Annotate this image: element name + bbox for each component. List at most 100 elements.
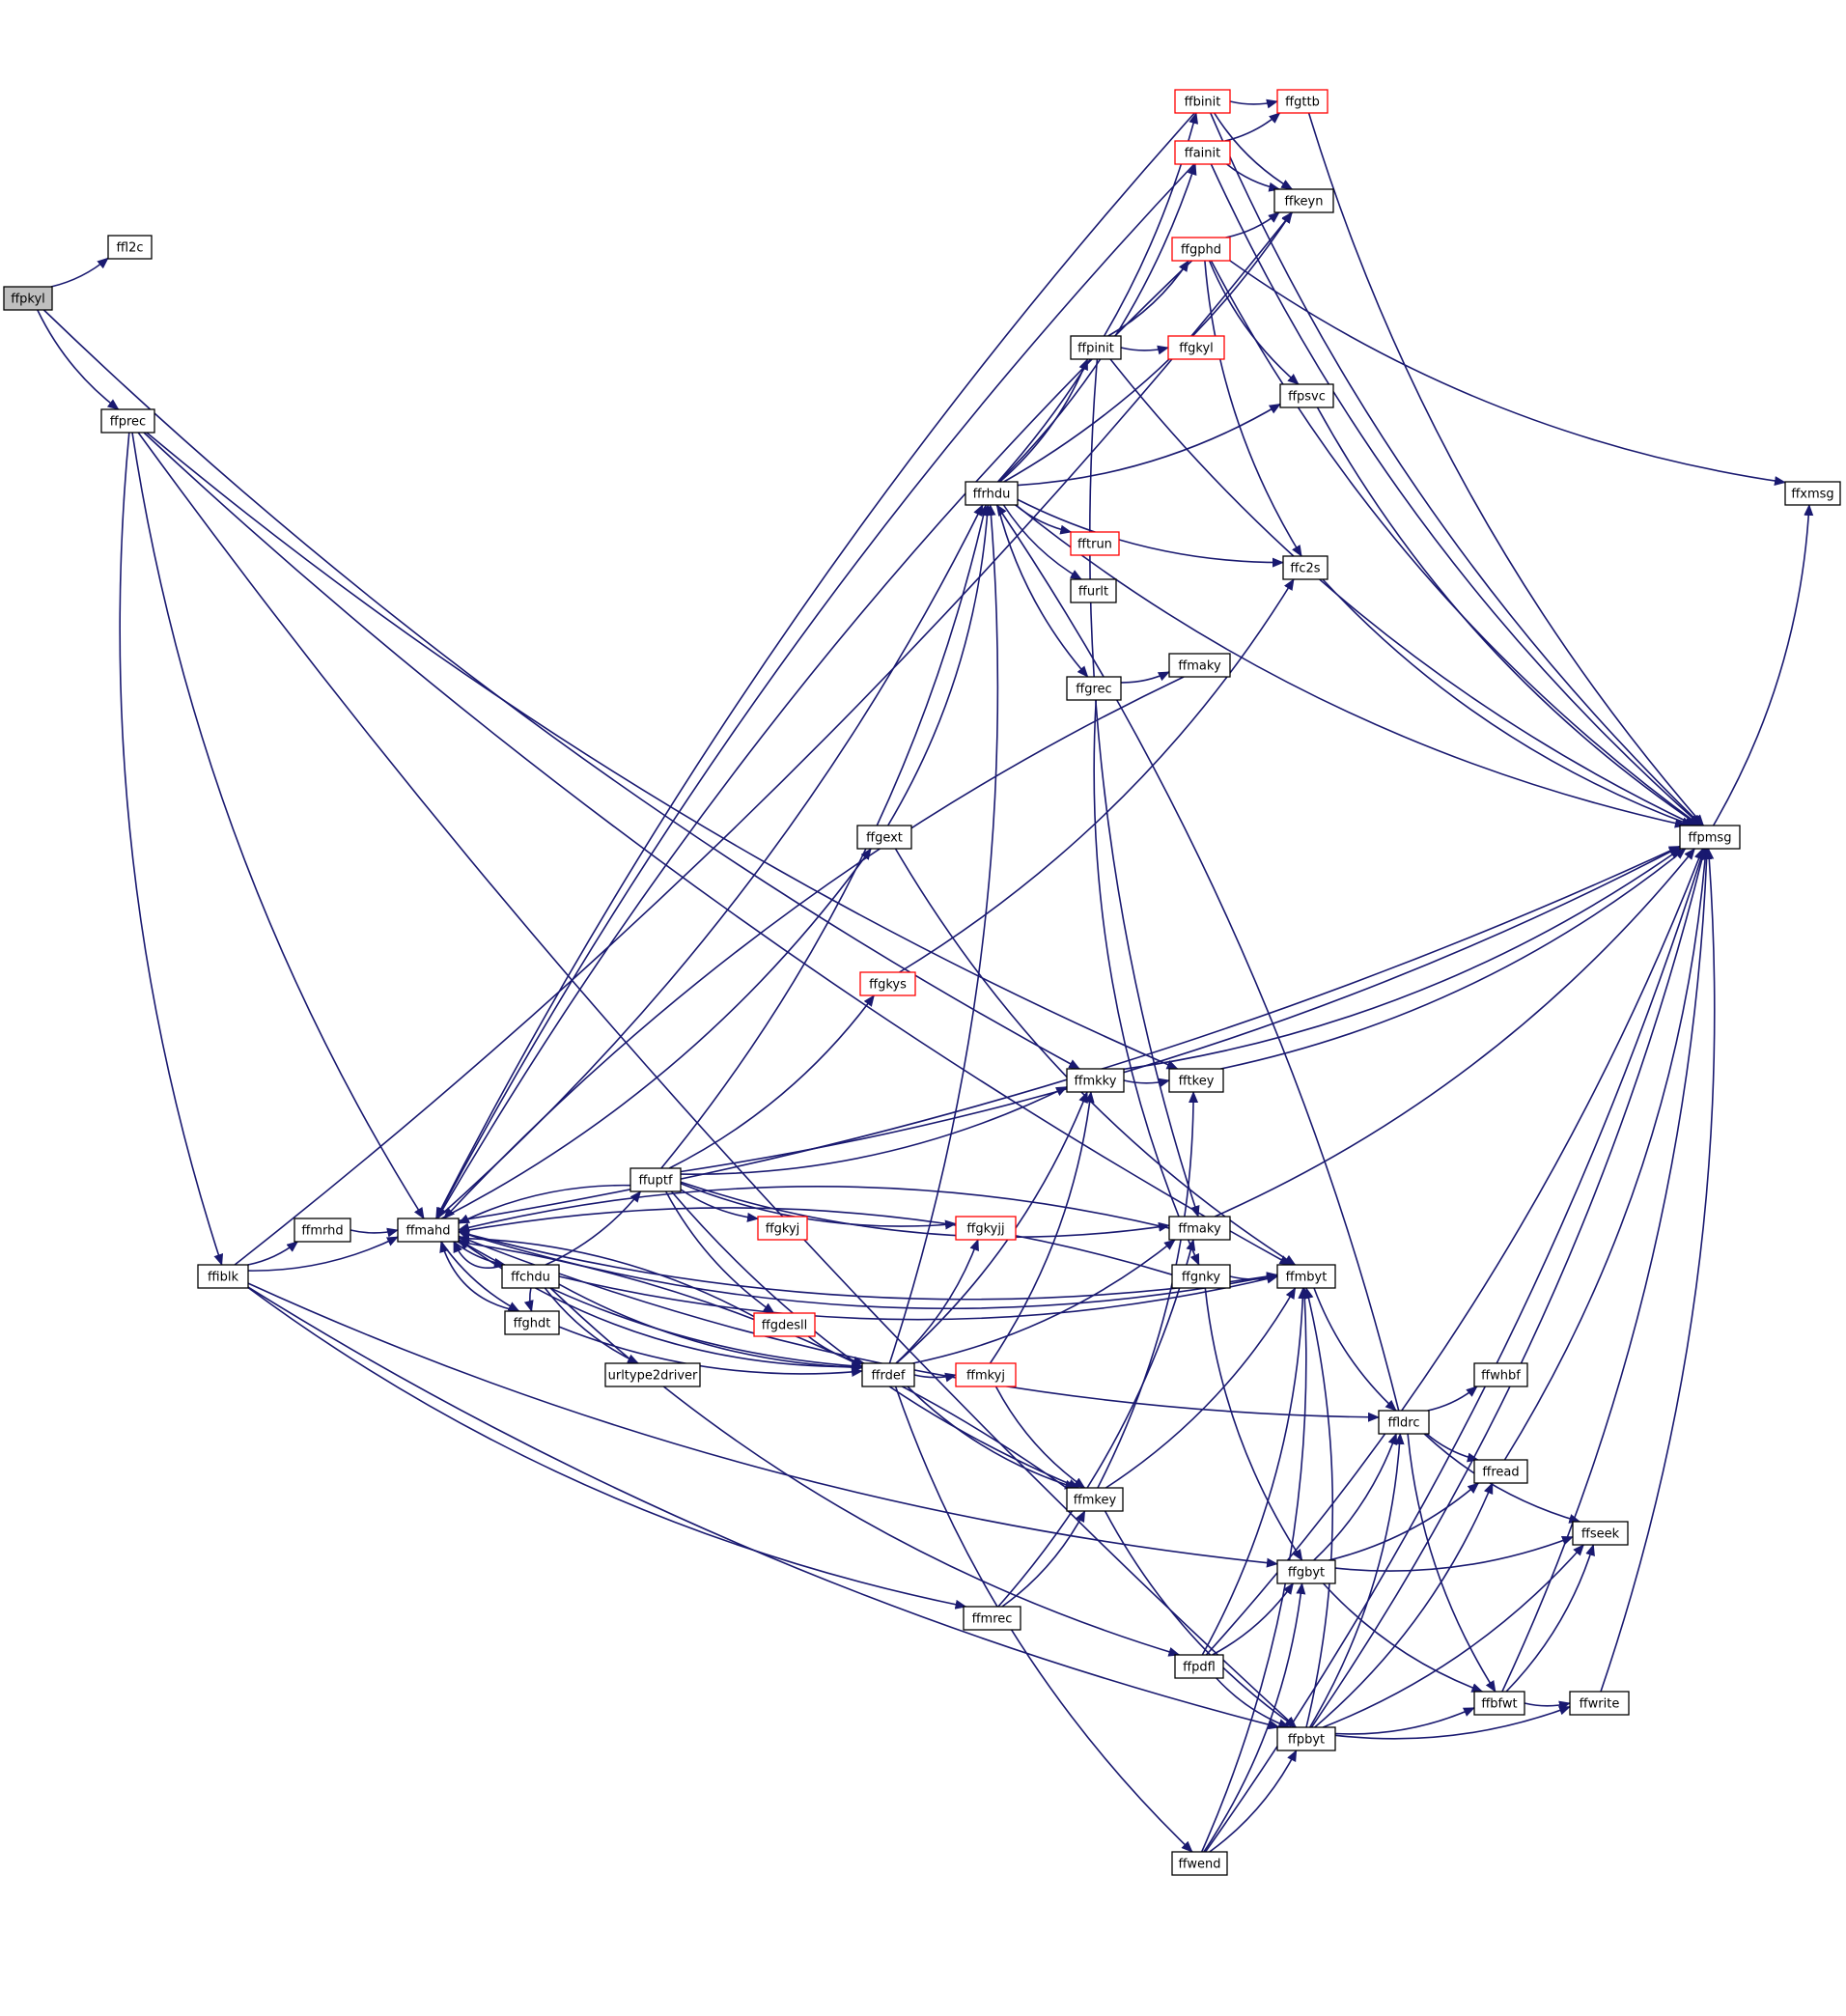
node-box[interactable]: [1784, 481, 1841, 506]
node-ffwrite[interactable]: ffwrite: [1569, 1691, 1630, 1716]
node-ffiblk[interactable]: ffiblk: [197, 1264, 249, 1289]
node-ffpmsg[interactable]: ffpmsg: [1679, 825, 1741, 850]
node-ffuptf[interactable]: ffuptf: [629, 1167, 682, 1192]
node-ffgphd[interactable]: ffgphd: [1171, 237, 1231, 262]
node-ffghdt[interactable]: ffghdt: [504, 1310, 560, 1335]
node-ffmrec[interactable]: ffmrec: [963, 1606, 1021, 1631]
node-box[interactable]: [1276, 1264, 1336, 1289]
node-ffgext[interactable]: ffgext: [856, 825, 912, 850]
node-box[interactable]: [629, 1167, 682, 1192]
node-ffgkyl[interactable]: ffgkyl: [1167, 335, 1225, 360]
node-box[interactable]: [1279, 383, 1334, 408]
node-box[interactable]: [1174, 140, 1231, 165]
node-ffc2s[interactable]: ffc2s: [1282, 555, 1329, 580]
node-box[interactable]: [1276, 89, 1329, 114]
node-ffmaky-top[interactable]: ffmaky: [1168, 653, 1231, 678]
node-box[interactable]: [1171, 237, 1231, 262]
node-box[interactable]: [1070, 335, 1122, 360]
node-box[interactable]: [504, 1310, 560, 1335]
node-ffmkyj[interactable]: ffmkyj: [955, 1362, 1017, 1387]
node-box[interactable]: [1282, 555, 1329, 580]
node-box[interactable]: [3, 286, 53, 311]
node-box[interactable]: [861, 1362, 915, 1387]
node-ffainit[interactable]: ffainit: [1174, 140, 1231, 165]
node-ffurlt[interactable]: ffurlt: [1070, 578, 1117, 603]
node-ffpkyl[interactable]: ffpkyl: [3, 286, 53, 311]
node-box[interactable]: [604, 1362, 701, 1387]
node-box[interactable]: [1171, 1264, 1231, 1289]
node-ffgnky[interactable]: ffgnky: [1171, 1264, 1231, 1289]
node-box[interactable]: [294, 1218, 351, 1243]
node-urltype2driver[interactable]: urltype2driver: [604, 1362, 701, 1387]
node-box[interactable]: [1168, 653, 1231, 678]
node-ffwend[interactable]: ffwend: [1171, 1851, 1228, 1876]
node-box[interactable]: [1066, 1068, 1125, 1093]
node-box[interactable]: [1168, 1068, 1224, 1093]
node-box[interactable]: [1679, 825, 1741, 850]
node-box[interactable]: [197, 1264, 249, 1289]
node-box[interactable]: [955, 1216, 1017, 1241]
node-box[interactable]: [955, 1362, 1017, 1387]
node-box[interactable]: [1070, 578, 1117, 603]
node-ffgkyjj[interactable]: ffgkyjj: [955, 1216, 1017, 1241]
node-ffmaky[interactable]: ffmaky: [1168, 1216, 1231, 1241]
node-ffmrhd[interactable]: ffmrhd: [294, 1218, 351, 1243]
node-ffread[interactable]: ffread: [1473, 1459, 1528, 1484]
node-box[interactable]: [107, 235, 153, 260]
node-ffgbyt[interactable]: ffgbyt: [1276, 1559, 1336, 1584]
node-box[interactable]: [1066, 676, 1122, 701]
node-ffldrc[interactable]: ffldrc: [1378, 1410, 1430, 1435]
node-ffwhbf[interactable]: ffwhbf: [1473, 1362, 1528, 1387]
node-ffgkyj[interactable]: ffgkyj: [757, 1216, 808, 1241]
node-ffseek[interactable]: ffseek: [1572, 1521, 1629, 1546]
node-box[interactable]: [1378, 1410, 1430, 1435]
node-box[interactable]: [1473, 1459, 1528, 1484]
node-box[interactable]: [1070, 531, 1120, 556]
node-ffgrec[interactable]: ffgrec: [1066, 676, 1122, 701]
node-box[interactable]: [963, 1606, 1021, 1631]
node-ffpsvc[interactable]: ffpsvc: [1279, 383, 1334, 408]
node-ffprec[interactable]: ffprec: [100, 408, 155, 434]
node-box[interactable]: [397, 1218, 460, 1243]
node-box[interactable]: [1171, 1851, 1228, 1876]
node-ffl2c[interactable]: ffl2c: [107, 235, 153, 260]
node-ffxmsg[interactable]: ffxmsg: [1784, 481, 1841, 506]
node-fftkey[interactable]: fftkey: [1168, 1068, 1224, 1093]
node-box[interactable]: [757, 1216, 808, 1241]
node-ffmkky[interactable]: ffmkky: [1066, 1068, 1125, 1093]
node-ffmahd[interactable]: ffmahd: [397, 1218, 460, 1243]
node-ffgttb[interactable]: ffgttb: [1276, 89, 1329, 114]
node-box[interactable]: [1174, 89, 1231, 114]
node-box[interactable]: [100, 408, 155, 434]
node-box[interactable]: [1276, 1559, 1336, 1584]
node-box[interactable]: [1066, 1487, 1124, 1512]
node-box[interactable]: [965, 481, 1019, 506]
node-ffmbyt[interactable]: ffmbyt: [1276, 1264, 1336, 1289]
node-box[interactable]: [1276, 1726, 1336, 1751]
node-box[interactable]: [1167, 335, 1225, 360]
node-ffchdu[interactable]: ffchdu: [501, 1264, 560, 1289]
node-box[interactable]: [1473, 1362, 1528, 1387]
node-ffbfwt[interactable]: ffbfwt: [1473, 1691, 1525, 1716]
node-ffmkey[interactable]: ffmkey: [1066, 1487, 1124, 1512]
node-ffkeyn[interactable]: ffkeyn: [1273, 188, 1334, 213]
node-box[interactable]: [859, 971, 916, 996]
node-box[interactable]: [1572, 1521, 1629, 1546]
node-box[interactable]: [753, 1312, 816, 1337]
node-box[interactable]: [1273, 188, 1334, 213]
node-ffgkys[interactable]: ffgkys: [859, 971, 916, 996]
node-box[interactable]: [501, 1264, 560, 1289]
node-ffpdfl[interactable]: ffpdfl: [1174, 1654, 1224, 1679]
node-ffrdef[interactable]: ffrdef: [861, 1362, 915, 1387]
node-ffpinit[interactable]: ffpinit: [1070, 335, 1122, 360]
node-ffrhdu[interactable]: ffrhdu: [965, 481, 1019, 506]
node-ffgdesll[interactable]: ffgdesll: [753, 1312, 816, 1337]
node-box[interactable]: [1473, 1691, 1525, 1716]
node-box[interactable]: [1168, 1216, 1231, 1241]
node-box[interactable]: [1174, 1654, 1224, 1679]
node-ffpbyt[interactable]: ffpbyt: [1276, 1726, 1336, 1751]
node-box[interactable]: [856, 825, 912, 850]
node-ffbinit[interactable]: ffbinit: [1174, 89, 1231, 114]
node-box[interactable]: [1569, 1691, 1630, 1716]
node-fftrun[interactable]: fftrun: [1070, 531, 1120, 556]
